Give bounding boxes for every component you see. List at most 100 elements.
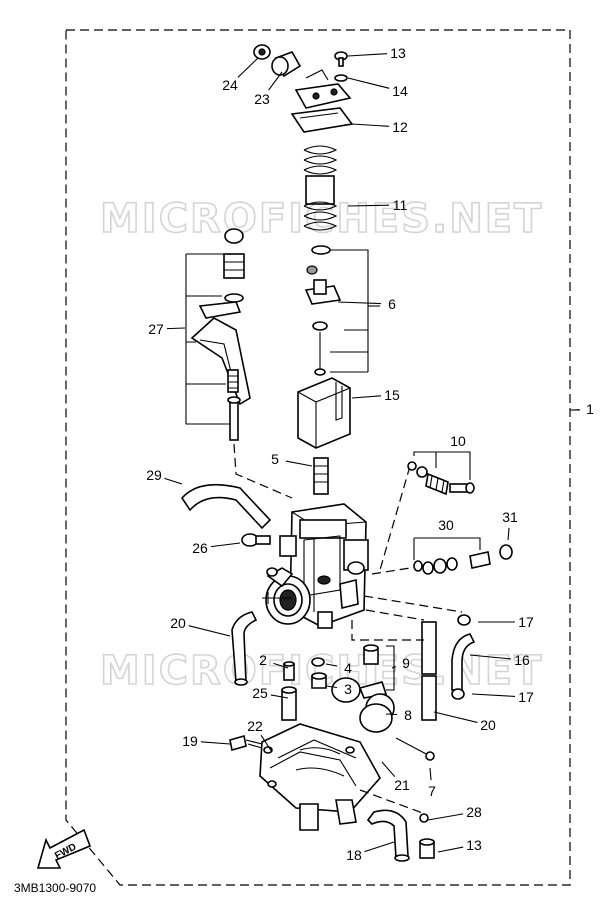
callout-leader-c19 (200, 741, 231, 745)
part-19-screw (229, 734, 263, 752)
part-9-needle-valve (358, 644, 388, 699)
part-31-cap (499, 544, 513, 560)
part-18-drain-hose (366, 809, 410, 862)
part-4-main-jet (311, 657, 325, 667)
callout-c25: 25 (252, 685, 268, 701)
callout-leader-c14 (347, 77, 390, 89)
part-2-jet (283, 661, 295, 681)
callout-c31: 31 (502, 509, 518, 525)
callout-leader-c20b (433, 711, 478, 723)
callout-leader-c5 (285, 460, 313, 467)
callout-leader-c29 (164, 477, 183, 485)
callout-c20b: 20 (480, 717, 496, 733)
callout-c13b: 13 (466, 837, 482, 853)
bracket-27 (185, 253, 232, 425)
diagram-code: 3MB1300-9070 (14, 881, 96, 895)
part-30-pilot-screw (413, 551, 491, 575)
part-28-o-ring (419, 813, 429, 823)
callout-c8: 8 (404, 707, 412, 723)
callout-c7: 7 (428, 783, 436, 799)
callout-c5: 5 (271, 451, 279, 467)
callout-leader-c27 (166, 327, 186, 330)
assembly-boundary (65, 29, 571, 886)
part-15-throttle-valve (297, 377, 351, 449)
callout-leader-c28 (427, 813, 464, 821)
callout-leader-c7 (429, 767, 432, 781)
callout-leader-c3 (325, 685, 338, 689)
part-13-screw-bottom (419, 838, 435, 859)
callout-c17b: 17 (518, 689, 534, 705)
carburetor-body (262, 503, 369, 629)
callout-c20a: 20 (170, 615, 186, 631)
callout-leader-c16 (469, 654, 512, 660)
callout-c11: 11 (393, 197, 408, 213)
callout-leader-c6 (337, 301, 382, 305)
part-17-clip-a (457, 614, 471, 626)
part-14-washer (334, 74, 348, 82)
callout-c13a: 13 (390, 45, 406, 61)
callout-c18: 18 (346, 847, 362, 863)
part-20-hose-right (421, 621, 437, 721)
callout-c26: 26 (192, 540, 208, 556)
callout-leader-c20a (188, 625, 231, 637)
callout-c27: 27 (148, 321, 164, 337)
part-3-pilot-jet (311, 672, 327, 689)
callout-c21: 21 (394, 777, 410, 793)
callout-leader-c2 (273, 662, 289, 669)
callout-c1: 1 (586, 401, 594, 417)
callout-leader-c12 (351, 123, 390, 127)
callout-c16: 16 (514, 652, 530, 668)
callout-leader-c22 (260, 734, 273, 753)
forward-arrow-icon: FWD (36, 828, 92, 869)
needle-stack (304, 245, 342, 376)
part-cover-plate (294, 69, 352, 109)
callout-leader-c26 (210, 542, 241, 548)
callout-leader-c18 (364, 841, 395, 853)
part-17-clip-b (451, 688, 465, 700)
callout-c29: 29 (146, 467, 162, 483)
callout-c23: 23 (254, 91, 270, 107)
callout-c2: 2 (259, 652, 267, 668)
part-26-screw (241, 533, 271, 547)
part-21-float (331, 677, 395, 733)
callout-leader-c24 (237, 57, 259, 78)
callout-leader-c9 (391, 666, 396, 669)
callout-leader-c13b (437, 846, 464, 853)
part-22-float-bowl (259, 723, 381, 831)
callout-leader-c21 (381, 761, 396, 778)
part-23-cap (271, 51, 302, 78)
callout-c9: 9 (402, 655, 410, 671)
callout-c17a: 17 (518, 614, 534, 630)
callout-leader-c11 (347, 204, 390, 207)
callout-leader-c17b (471, 693, 516, 697)
callout-c22: 22 (247, 718, 263, 734)
callout-leader-c15 (351, 395, 382, 399)
part-13-screw-top (334, 51, 348, 67)
callout-c3: 3 (344, 681, 352, 697)
callout-c30: 30 (438, 517, 454, 533)
callout-leader-c23 (268, 71, 283, 91)
part-24-nut (253, 44, 271, 60)
part-27-lever-assembly (190, 228, 251, 441)
callout-c6: 6 (388, 296, 396, 312)
callout-c24: 24 (222, 77, 238, 93)
callout-c12: 12 (392, 119, 408, 135)
part-7-float-pin (395, 737, 435, 761)
callout-leader-c13a (347, 53, 388, 57)
part-12-gasket (290, 107, 354, 133)
callout-c14: 14 (392, 83, 408, 99)
part-29-hose (180, 483, 272, 530)
part-25-tube (281, 686, 297, 721)
callout-c15: 15 (384, 387, 400, 403)
callout-leader-c31 (507, 527, 510, 541)
part-5-jet-holder (313, 457, 329, 495)
callout-leader-c4 (325, 663, 338, 667)
part-20-hose-left (231, 611, 258, 686)
callout-c4: 4 (344, 660, 352, 676)
part-11-spring (303, 145, 338, 231)
callout-c10: 10 (450, 433, 466, 449)
callout-c28: 28 (466, 804, 482, 820)
callout-leader-c25 (270, 694, 289, 699)
